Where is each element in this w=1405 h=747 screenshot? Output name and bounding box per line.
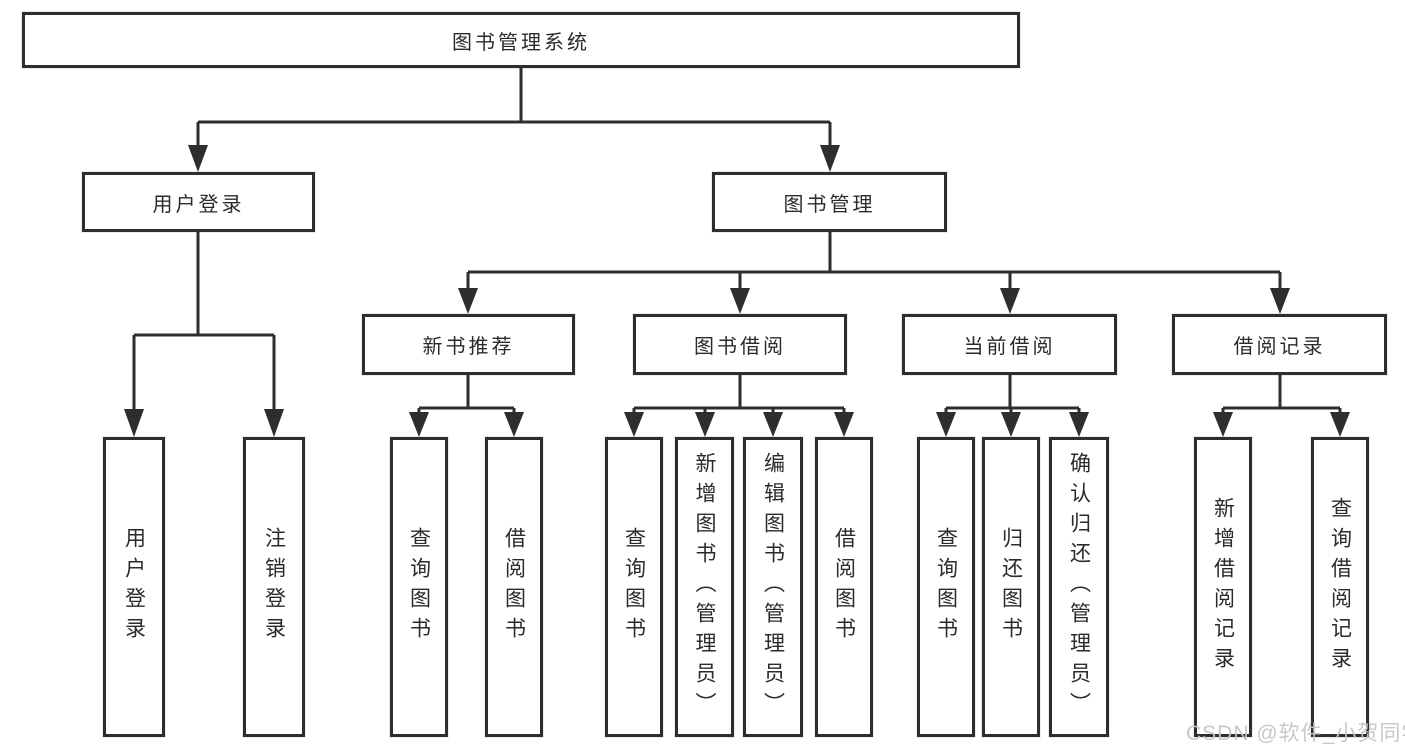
leaf-add-borrow-record: 新增借阅记录 bbox=[1194, 437, 1252, 737]
leaf-confirm-return-admin-label: 确认归还（管理员） bbox=[1067, 452, 1091, 722]
leaf-query-books-3: 查询图书 bbox=[917, 437, 975, 737]
node-current-borrow-label: 当前借阅 bbox=[963, 336, 1056, 358]
leaf-logout: 注销登录 bbox=[243, 437, 305, 737]
node-book-management: 图书管理 bbox=[712, 172, 947, 232]
leaf-edit-books-admin-label: 编辑图书（管理员） bbox=[761, 452, 785, 722]
leaf-borrow-books-1: 借阅图书 bbox=[485, 437, 543, 737]
leaf-return-books-label: 归还图书 bbox=[999, 527, 1023, 647]
leaf-confirm-return-admin: 确认归还（管理员） bbox=[1049, 437, 1109, 737]
leaf-query-books-1: 查询图书 bbox=[390, 437, 448, 737]
leaf-user-login: 用户登录 bbox=[103, 437, 165, 737]
node-root-label: 图书管理系统 bbox=[452, 31, 590, 54]
leaf-query-books-2-label: 查询图书 bbox=[622, 527, 646, 647]
leaf-query-borrow-record-label: 查询借阅记录 bbox=[1328, 497, 1352, 677]
node-user-login: 用户登录 bbox=[82, 172, 315, 232]
arrowhead-group bbox=[124, 145, 1350, 437]
leaf-return-books: 归还图书 bbox=[982, 437, 1040, 737]
node-current-borrow: 当前借阅 bbox=[902, 314, 1117, 375]
node-new-book-recommend-label: 新书推荐 bbox=[422, 336, 515, 358]
node-book-borrow-label: 图书借阅 bbox=[694, 336, 786, 358]
leaf-user-login-label: 用户登录 bbox=[122, 527, 146, 647]
node-borrow-records: 借阅记录 bbox=[1172, 314, 1387, 375]
leaf-add-books-admin-label: 新增图书（管理员） bbox=[693, 452, 716, 722]
leaf-query-books-3-label: 查询图书 bbox=[934, 527, 958, 647]
leaf-edit-books-admin: 编辑图书（管理员） bbox=[743, 437, 803, 737]
leaf-logout-label: 注销登录 bbox=[262, 527, 286, 647]
leaf-borrow-books-1-label: 借阅图书 bbox=[502, 527, 526, 647]
leaf-query-books-1-label: 查询图书 bbox=[407, 527, 431, 647]
leaf-borrow-books-2: 借阅图书 bbox=[815, 437, 873, 737]
node-root: 图书管理系统 bbox=[22, 12, 1020, 68]
leaf-query-books-2: 查询图书 bbox=[605, 437, 663, 737]
leaf-add-books-admin: 新增图书（管理员） bbox=[675, 437, 734, 737]
leaf-query-borrow-record: 查询借阅记录 bbox=[1311, 437, 1369, 737]
node-book-management-label: 图书管理 bbox=[783, 193, 876, 216]
leaf-add-borrow-record-label: 新增借阅记录 bbox=[1211, 497, 1235, 677]
leaf-borrow-books-2-label: 借阅图书 bbox=[832, 527, 856, 647]
node-borrow-records-label: 借阅记录 bbox=[1233, 336, 1326, 358]
csdn-watermark: CSDN @软件_小贺同学 bbox=[1186, 722, 1405, 745]
node-user-login-label: 用户登录 bbox=[152, 193, 245, 216]
node-new-book-recommend: 新书推荐 bbox=[362, 314, 575, 375]
node-book-borrow: 图书借阅 bbox=[633, 314, 847, 375]
